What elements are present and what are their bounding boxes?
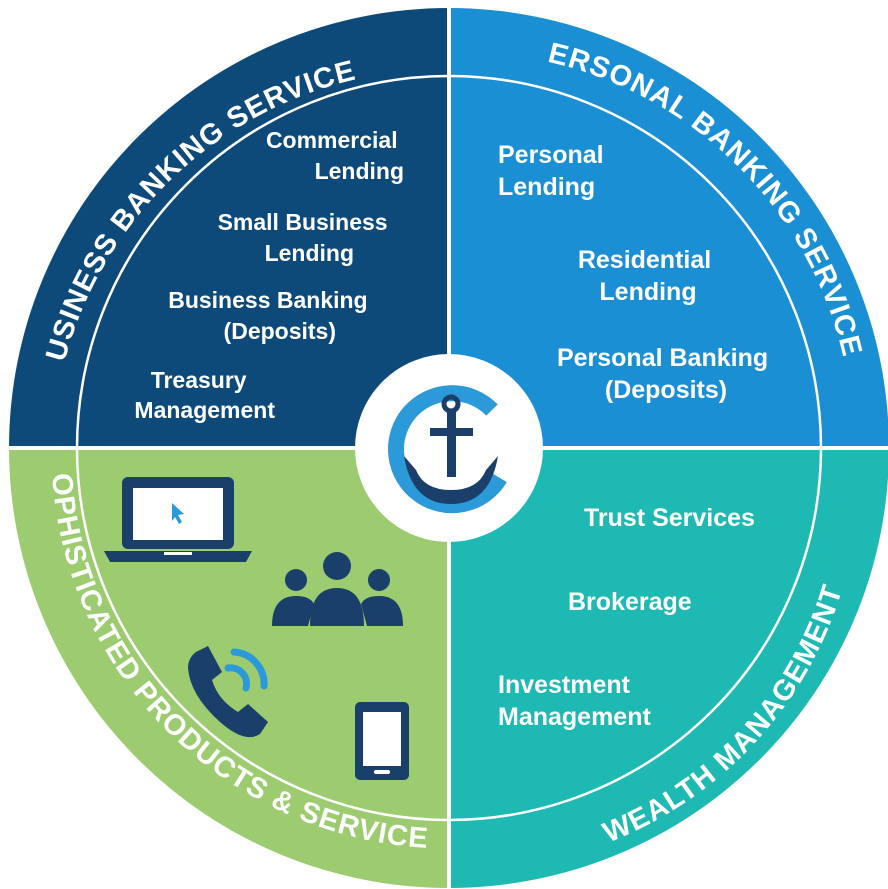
service-small-business-lending: Small Business Lending — [218, 209, 394, 266]
anchor-logo-icon — [388, 385, 507, 514]
personal-services: Personal Lending Residential Lending Per… — [498, 141, 775, 404]
wealth-services: Trust Services Brokerage Investment Mana… — [498, 504, 755, 731]
laptop-icon — [104, 477, 252, 562]
service-commercial-lending: Commercial Lending — [266, 127, 404, 184]
service-trust-services: Trust Services — [584, 504, 755, 532]
service-personal-lending: Personal Lending — [498, 141, 611, 201]
service-personal-banking-deposits: Personal Banking (Deposits) — [557, 344, 775, 404]
service-brokerage: Brokerage — [568, 588, 692, 616]
products-icons — [104, 477, 409, 780]
people-group-icon — [272, 552, 403, 626]
tablet-icon — [355, 702, 409, 780]
service-residential-lending: Residential Lending — [578, 246, 718, 306]
service-investment-management: Investment Management — [498, 671, 651, 731]
center-logo — [355, 354, 543, 542]
inner-ring — [75, 74, 823, 822]
service-business-banking-deposits: Business Banking (Deposits) — [168, 287, 374, 344]
service-treasury-management: Treasury Management — [134, 367, 275, 423]
business-services: Commercial Lending Small Business Lendin… — [134, 127, 404, 423]
phone-wireless-icon — [188, 646, 268, 738]
